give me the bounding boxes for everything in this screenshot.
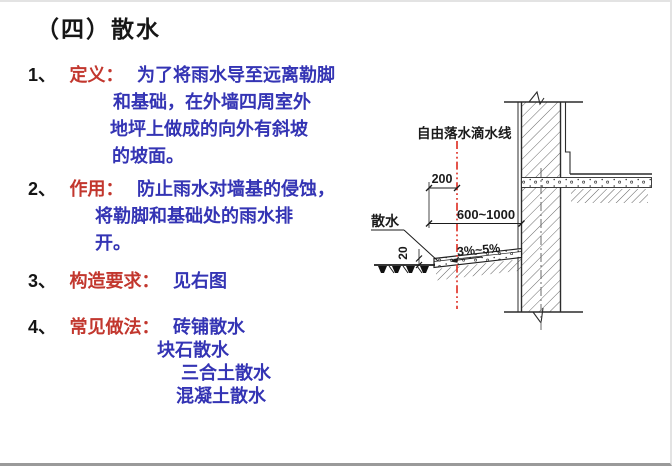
item-label: 定义： bbox=[69, 65, 124, 85]
list-line: 混凝土散水 bbox=[176, 386, 266, 406]
list-line: 三合土散水 bbox=[181, 363, 271, 383]
apron-label: 散水 bbox=[371, 213, 400, 229]
dimension-200-label: 200 bbox=[432, 172, 453, 186]
apron-leader-line bbox=[371, 229, 439, 262]
wall-plinth-step bbox=[564, 102, 571, 174]
list-line: 地坪上做成的向外有斜坡 bbox=[110, 119, 308, 139]
construction-detail-diagram: 自由落水滴水线 200 600~1000 3%~5% 20 bbox=[371, 90, 652, 331]
list-line: 开。 bbox=[95, 233, 131, 253]
dimension-20 bbox=[415, 249, 423, 269]
list-line: 2、 作用： 防止雨水对墙基的侵蚀， bbox=[28, 176, 335, 203]
dimension-600-1000-label: 600~1000 bbox=[457, 207, 515, 222]
list-line: 块石散水 bbox=[157, 340, 229, 360]
dimension-20-label: 20 bbox=[396, 246, 410, 260]
soil-hatch-under-apron bbox=[436, 259, 522, 281]
item-label: 构造要求： bbox=[69, 271, 160, 291]
item-label: 常见做法： bbox=[69, 317, 160, 337]
list-line: 的坡面。 bbox=[112, 146, 184, 166]
item-text: 见右图 bbox=[173, 271, 228, 291]
list-line: 和基础，在外墙四周室外 bbox=[113, 92, 311, 112]
list-line: 4、 常见做法： 砖铺散水 bbox=[28, 316, 271, 339]
drip-line-label: 自由落水滴水线 bbox=[417, 125, 512, 141]
dimension-200 bbox=[425, 182, 461, 228]
item-number: 1、 bbox=[28, 65, 57, 85]
item-number: 2、 bbox=[28, 179, 57, 199]
list-item-definition: 1、 定义： 为了将雨水导至远离勒脚 和基础，在外墙四周室外 地坪上做成的向外有… bbox=[28, 62, 335, 170]
list-line: 将勒脚和基础处的雨水排 bbox=[95, 206, 293, 226]
dimension-600-1000 bbox=[425, 220, 525, 227]
soil-hatch-indoor bbox=[571, 189, 648, 203]
list-line: 3、 构造要求： 见右图 bbox=[28, 268, 227, 295]
item-text: 防止雨水对墙基的侵蚀， bbox=[137, 179, 336, 199]
indoor-floor-slab bbox=[521, 173, 652, 188]
ground-line bbox=[374, 264, 435, 274]
list-line: 1、 定义： 为了将雨水导至远离勒脚 bbox=[28, 62, 335, 89]
list-item-function: 2、 作用： 防止雨水对墙基的侵蚀， 将勒脚和基础处的雨水排 开。 bbox=[28, 176, 335, 257]
slope-arrow bbox=[450, 256, 483, 263]
slope-label: 3%~5% bbox=[456, 241, 500, 259]
item-label: 作用： bbox=[69, 179, 124, 199]
item-number: 3、 bbox=[28, 271, 57, 291]
list-item-common-methods: 4、 常见做法： 砖铺散水 块石散水 三合土散水 混凝土散水 bbox=[28, 316, 271, 408]
item-text: 砖铺散水 bbox=[173, 317, 246, 337]
list-item-requirements: 3、 构造要求： 见右图 bbox=[28, 268, 227, 295]
wall-section bbox=[517, 102, 571, 312]
item-number: 4、 bbox=[28, 317, 57, 337]
item-text: 为了将雨水导至远离勒脚 bbox=[137, 65, 336, 85]
page-title: （四）散水 bbox=[36, 17, 161, 42]
break-line-top bbox=[504, 90, 583, 106]
